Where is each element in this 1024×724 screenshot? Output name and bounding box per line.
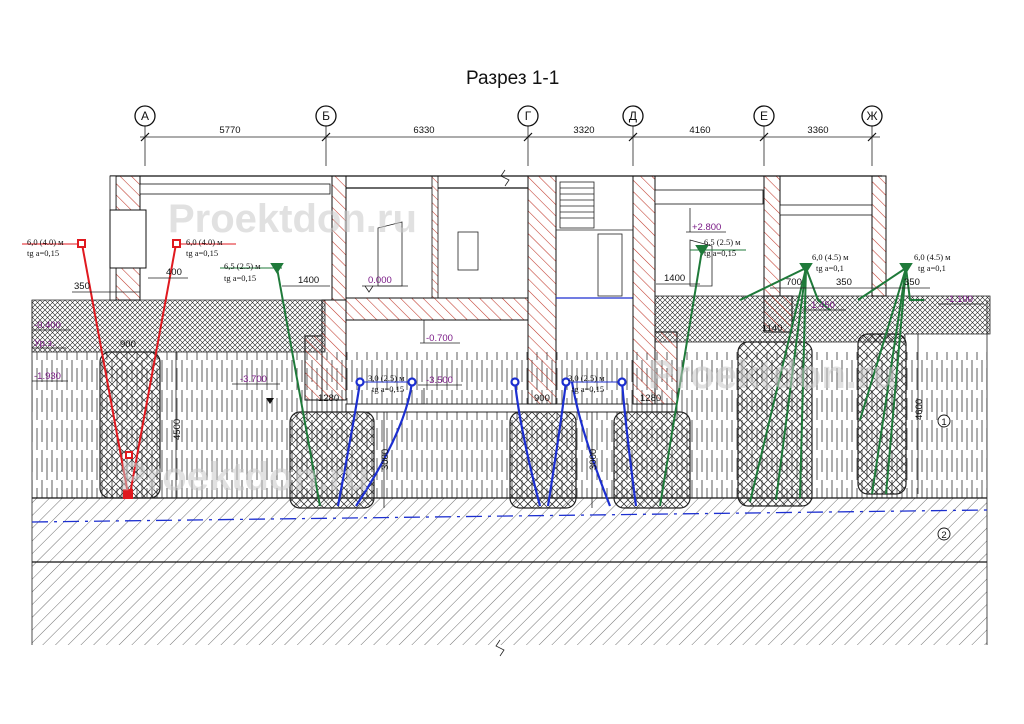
level-0700: -0.700 <box>426 333 453 344</box>
axis-bubble-b <box>315 105 337 127</box>
level-0400: -0.400 <box>34 320 61 331</box>
anchors-blue <box>336 377 638 507</box>
dim-900-center: 900 <box>534 393 550 404</box>
dim-3000-left: 3000 <box>380 449 391 470</box>
anchor-5-length: 3,0 (2.5) м <box>568 373 605 383</box>
dim-1400-left: 1400 <box>298 275 319 286</box>
anchors-red <box>22 239 236 499</box>
axis-bubbles: А Б Г Д Е Ж <box>134 105 883 127</box>
grout-body-6 <box>857 333 907 495</box>
backfill <box>31 295 991 353</box>
watermark-right: Proektdon.ru <box>648 353 897 397</box>
watermark-bottom: Proektdon.ru <box>120 455 369 499</box>
grout-body-2 <box>289 411 375 509</box>
axis-label-e: Е <box>760 109 768 123</box>
dim-1400-right: 1400 <box>664 273 685 284</box>
anchor-6-length: 6,5 (2.5) м <box>704 237 741 247</box>
anchor-3-tg: tg a=0,15 <box>224 273 256 283</box>
dim-1280-right: 1280 <box>640 393 661 404</box>
dim-1280-left: 1280 <box>318 393 339 404</box>
level-1930: -1.930 <box>34 371 61 382</box>
span-a-b: 5770 <box>219 125 240 136</box>
axis-bubble-e <box>753 105 775 127</box>
soil-layer-markers: 1 2 <box>937 414 951 541</box>
anchor-1-length: 6,0 (4.0) м <box>27 237 64 247</box>
local-dimensions: 350 400 1400 900 1280 900 1280 1400 700 … <box>72 267 930 508</box>
dim-3000-right: 3000 <box>588 449 599 470</box>
span-d-e: 4160 <box>689 125 710 136</box>
anchor-8-tg: tg a=0,1 <box>918 263 946 273</box>
level-0000: 0.000 <box>368 275 392 286</box>
axis-bubble-a <box>134 105 156 127</box>
watermarks: Proektdon.ru Proektdon.ru Proektdon.ru <box>120 197 897 499</box>
dim-350-left: 350 <box>74 281 90 292</box>
level-1450: -1.450 <box>808 300 835 311</box>
anchor-4-tg: tg a=0,15 <box>372 384 404 394</box>
soil-layer-1-marker: 1 <box>941 417 946 428</box>
anchor-1-tg: tg a=0,15 <box>27 248 59 258</box>
anchor-3-length: 6,5 (2.5) м <box>224 261 261 271</box>
dim-350-right: 350 <box>904 277 920 288</box>
anchor-6-tg: tg a=0,15 <box>704 248 736 258</box>
soil-layer-2 <box>32 498 987 645</box>
level-3500: -3.500 <box>426 375 453 386</box>
anchor-labels: 6,0 (4.0) м tg a=0,15 6,0 (4.0) м tg a=0… <box>27 237 951 394</box>
anchors-green <box>220 245 924 507</box>
groundwater-label: Ур.з. <box>34 338 55 349</box>
level-marks: 0.000 -0.700 -3.500 -3.700 -0.400 Ур.з. … <box>32 208 984 404</box>
axis-grid <box>140 126 880 166</box>
soil-layer-2-marker: 2 <box>941 530 946 541</box>
level-2800: +2.800 <box>692 222 721 233</box>
dim-700: 700 <box>786 277 802 288</box>
watermark-top: Proektdon.ru <box>168 197 417 241</box>
section-title: Разрез 1-1 <box>466 68 559 89</box>
grout-bodies <box>99 333 907 509</box>
groundwater-line <box>31 509 988 523</box>
axis-label-a: А <box>141 109 149 123</box>
level-3700: -3.700 <box>240 374 267 385</box>
span-g-d: 3320 <box>573 125 594 136</box>
axis-label-zh: Ж <box>866 109 877 123</box>
level-1100: -1.100 <box>946 294 973 305</box>
axis-bubble-g <box>517 105 539 127</box>
axis-bubble-zh <box>861 105 883 127</box>
axis-label-b: Б <box>322 109 330 123</box>
axis-label-g: Г <box>525 109 532 123</box>
anchor-8-length: 6,0 (4.5) м <box>914 252 951 262</box>
dim-4500: 4500 <box>172 419 183 440</box>
dim-1140: 1140 <box>762 323 782 334</box>
dim-400: 400 <box>166 267 182 278</box>
span-b-g: 6330 <box>413 125 434 136</box>
dim-350-mid: 350 <box>836 277 852 288</box>
anchor-2-tg: tg a=0,15 <box>186 248 218 258</box>
anchor-7-length: 6,0 (4.5) м <box>812 252 849 262</box>
span-dimensions: 5770 6330 3320 4160 3360 <box>219 125 828 136</box>
grout-body-3 <box>509 411 577 509</box>
grout-body-5 <box>737 341 813 507</box>
anchor-7-tg: tg a=0,1 <box>816 263 844 273</box>
axis-bubble-d <box>622 105 644 127</box>
axis-label-d: Д <box>629 109 637 123</box>
structure <box>109 175 887 413</box>
span-e-zh: 3360 <box>807 125 828 136</box>
dim-4600: 4600 <box>914 399 925 420</box>
anchor-5-tg: tg a=0,15 <box>572 384 604 394</box>
dim-900-left: 900 <box>120 339 136 350</box>
anchor-2-length: 6,0 (4.0) м <box>186 237 223 247</box>
anchor-4-length: 3,0 (2.5) м <box>368 373 405 383</box>
